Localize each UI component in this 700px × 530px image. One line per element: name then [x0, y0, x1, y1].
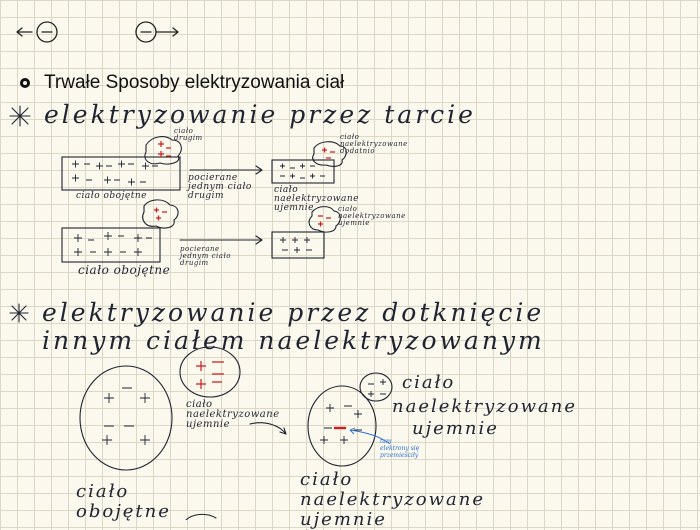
label-result: ciało naelektryzowane ujemnie [300, 469, 486, 530]
label-right-top3: ujemnie [412, 418, 499, 439]
neutral-sphere [79, 365, 173, 471]
label-charged-top: ciało naelektryzowane dodatnio [340, 133, 408, 155]
label-rubbed-bottom: pocierane jednym ciało drugim [180, 245, 231, 267]
section1-title: elektryzowanie przez tarcie [44, 100, 476, 129]
back-arrow-icon [16, 21, 58, 43]
label-electrons-annotation: tam elektrony się przemieściły [380, 438, 420, 459]
bullet-icon [20, 78, 30, 88]
arrow-rub-2 [179, 235, 263, 245]
label-neutral-bottom: ciało obojętne [78, 263, 171, 277]
label-charged-bottom: ciało naelektryzowane ujemnie [338, 205, 406, 227]
result-sphere [307, 385, 377, 467]
label-neutral-top: ciało obojętne [76, 191, 147, 201]
arrow-rub-1 [189, 165, 263, 175]
forward-arrow-icon [135, 21, 179, 43]
arrow-touch [249, 422, 287, 435]
cloth-bottom-right [308, 206, 341, 233]
star-icon-1 [9, 105, 31, 127]
label-neutral-big: ciało obojętne [76, 481, 171, 522]
neutral-body-bottom [61, 227, 161, 263]
star-icon-2 [9, 303, 29, 323]
label-rubbed-with: ciało drugim [174, 127, 203, 142]
charged-sphere-small [179, 346, 241, 398]
label-charged-body-top: ciało naelektryzowane ujemnie [274, 185, 360, 213]
charged-sphere-right [359, 372, 393, 402]
section2-title-line1: elektryzowanie przez dotknięcie [42, 298, 545, 327]
charged-body-top [271, 159, 335, 184]
cloth-top [144, 136, 182, 165]
cloth-top-right [312, 141, 347, 167]
heading-title: Trwałe Sposoby elektryzowania ciał [44, 72, 345, 93]
neutral-body-top [61, 156, 181, 191]
label-rubbed-top: pocierane jednym ciało drugim [188, 173, 252, 201]
forward-arrow-button[interactable] [132, 18, 182, 46]
cloth-bottom [142, 199, 179, 229]
label-charged-small: ciało naelektryzowane ujemnie [186, 399, 280, 430]
back-arrow-button[interactable] [14, 18, 64, 46]
label-right-top2: naelektryzowane [392, 396, 578, 417]
section-heading: Trwałe Sposoby elektryzowania ciał [18, 72, 344, 94]
label-right-top: ciało [402, 372, 456, 393]
charged-body-bottom [271, 231, 325, 259]
section2-title-line2: innym ciałem naelektryzowanym [42, 326, 545, 355]
